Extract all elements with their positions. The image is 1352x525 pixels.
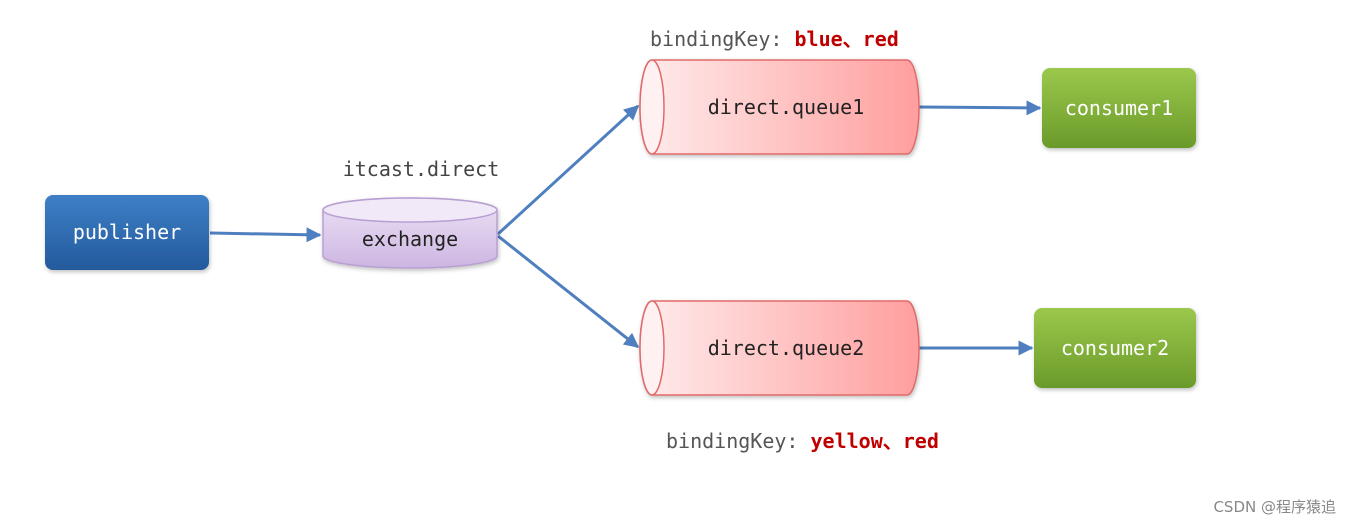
queue1-binding-prefix: bindingKey: — [650, 27, 795, 51]
consumer2-label: consumer2 — [1061, 336, 1169, 360]
publisher-label: publisher — [73, 220, 181, 244]
queue1-label: direct.queue1 — [708, 95, 865, 119]
arrow-queue1-to-consumer1 — [917, 100, 1042, 116]
exchange-node[interactable]: exchange — [322, 197, 498, 269]
exchange-name: itcast.direct — [343, 157, 500, 181]
queue1-node[interactable]: direct.queue1 — [639, 59, 920, 155]
arrow-exchange-to-queue1 — [496, 104, 640, 236]
arrows — [209, 100, 1042, 356]
queue1-binding-values: blue、red — [795, 27, 899, 51]
exchange-label: exchange — [362, 227, 458, 251]
consumer1-node[interactable]: consumer1 — [1042, 68, 1196, 148]
queue1-binding-key: bindingKey: blue、red — [650, 27, 899, 51]
consumer1-label: consumer1 — [1065, 96, 1173, 120]
arrow-exchange-to-queue2 — [497, 234, 640, 349]
queue2-label: direct.queue2 — [708, 336, 865, 360]
watermark: CSDN @程序猿追 — [1213, 498, 1336, 516]
queue2-binding-key: bindingKey: yellow、red — [666, 429, 939, 453]
queue2-binding-values: yellow、red — [811, 429, 939, 453]
queue2-binding-prefix: bindingKey: — [666, 429, 811, 453]
arrow-publisher-to-exchange — [209, 227, 322, 243]
consumer2-node[interactable]: consumer2 — [1034, 308, 1196, 388]
publisher-node[interactable]: publisher — [45, 195, 209, 270]
queue2-node[interactable]: direct.queue2 — [639, 300, 920, 396]
